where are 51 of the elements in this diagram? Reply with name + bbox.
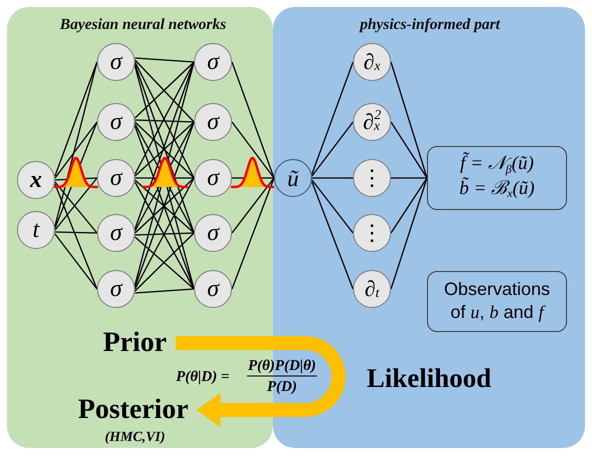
- connection-line: [390, 178, 428, 234]
- operator-circle: ⋮: [353, 159, 391, 197]
- connection-line: [54, 184, 98, 290]
- connection-line: [134, 232, 194, 236]
- connection-line: [391, 177, 427, 179]
- equation: f̃ = 𝒩$_{β}$(ũ): [460, 152, 534, 177]
- formula-denominator: P(D): [267, 380, 297, 395]
- neuron-circle: σ: [97, 214, 135, 252]
- operator-circle: ⋮: [353, 214, 391, 252]
- connection-line: [311, 180, 354, 234]
- neuron-circle: σ: [194, 43, 232, 81]
- connection-line: [231, 178, 275, 234]
- connection-line: [54, 234, 98, 290]
- connection-line: [134, 57, 194, 63]
- equation-box: [427, 146, 567, 210]
- connection-line: [311, 62, 354, 174]
- panel-title: physics-informed part: [360, 17, 500, 32]
- neuron-circle: σ: [194, 103, 232, 141]
- neuron-circle: σ: [194, 214, 232, 252]
- neuron-circle: x: [17, 161, 55, 199]
- neuron-circle: σ: [97, 270, 135, 308]
- neuron-circle: σ: [194, 159, 232, 197]
- observation-box: Observations of u, b and f: [427, 271, 567, 332]
- panel-title: Bayesian neural networks: [60, 17, 226, 32]
- neuron-circle: σ: [97, 43, 135, 81]
- neuron-circle: t: [17, 211, 55, 249]
- connection-line: [311, 122, 354, 176]
- connection-line: [134, 288, 194, 294]
- method-note: (HMC,VI): [104, 431, 166, 445]
- formula-text: P(θ|D) =: [176, 370, 230, 385]
- posterior-label: Posterior: [78, 396, 188, 424]
- neuron-circle: σ: [194, 270, 232, 308]
- connection-line: [390, 122, 428, 178]
- neuron-circle: ũ: [274, 159, 312, 197]
- connection-line: [390, 62, 428, 178]
- prior-label: Prior: [103, 329, 167, 357]
- connection-line: [54, 62, 98, 176]
- connection-line: [54, 231, 98, 234]
- connection-line: [134, 119, 194, 123]
- connection-line: [54, 122, 98, 178]
- connection-line: [312, 177, 353, 179]
- u-turn-arrow: [176, 336, 346, 427]
- connection-line: [231, 122, 275, 178]
- neuron-circle: σ: [97, 103, 135, 141]
- connection-line: [390, 178, 428, 290]
- connection-line: [54, 62, 98, 226]
- equation: b̃ = ℬ$_{x}$(ũ): [459, 176, 535, 202]
- neuron-circle: σ: [97, 159, 135, 197]
- likelihood-label: Likelihood: [366, 365, 492, 392]
- formula-numerator: P(θ)P(D|θ): [248, 359, 316, 374]
- connection-line: [311, 182, 354, 290]
